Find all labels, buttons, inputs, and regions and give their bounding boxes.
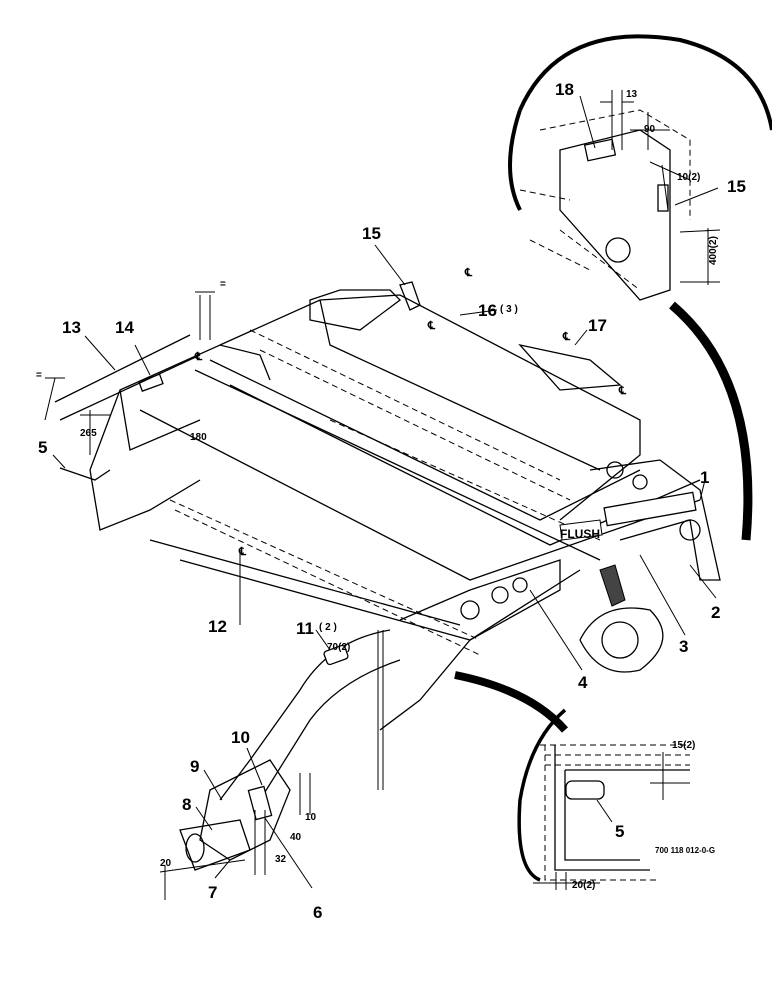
decal-17-plate: [518, 343, 622, 391]
dim-13: 13: [626, 89, 638, 100]
callout-13: 13: [62, 318, 81, 337]
dim-equal-top: =: [220, 279, 226, 290]
callout-5: 5: [38, 438, 47, 457]
callout-12: 12: [208, 617, 227, 636]
callout-17: 17: [588, 316, 607, 335]
centerline-mark: ℄: [427, 319, 436, 332]
callout-1: 1: [700, 468, 709, 487]
dim-20: 20: [160, 858, 172, 869]
dim-265: 265: [80, 428, 97, 439]
dim-400-2: 400(2): [708, 236, 719, 265]
dim-10-2: 10(2): [677, 172, 700, 183]
detail-view-bottom: [454, 671, 690, 890]
callout-6: 6: [313, 903, 322, 922]
drawing-number: 700 118 012-0-G: [655, 846, 715, 855]
dim-90: 90: [644, 124, 656, 135]
dim-equal-left: =: [36, 370, 42, 381]
detail-arc-bottom: [454, 671, 569, 733]
header-frame: [44, 244, 721, 900]
callout-18: 18: [555, 80, 574, 99]
callout-2: 2: [711, 603, 720, 622]
callout-15: 15: [362, 224, 381, 243]
centerline-mark: ℄: [562, 330, 571, 343]
dim-20-2: 20(2): [572, 880, 595, 891]
callout-14: 14: [115, 318, 134, 337]
callout-9: 9: [190, 757, 199, 776]
decal-18-rect: [583, 138, 617, 162]
callout-4: 4: [578, 673, 588, 692]
centerline-mark: ℄: [194, 350, 203, 363]
callout-10: 10: [231, 728, 250, 747]
callout-16: 16: [478, 301, 497, 320]
decal-15-rect: [657, 184, 669, 212]
decal-13-strip: [54, 334, 191, 403]
dim-32: 32: [275, 854, 287, 865]
dim-70-2: 70(2): [327, 642, 350, 653]
callout-11-qty: ( 2 ): [319, 622, 337, 633]
decal-1-strip: [603, 491, 697, 527]
callout-15-detail: 15: [727, 177, 746, 196]
dim-180: 180: [190, 432, 207, 443]
detail-hole: [605, 237, 631, 263]
decal-15-plate: [399, 281, 421, 311]
centerline-mark: ℄: [238, 545, 247, 558]
callout-16-qty: ( 3 ): [500, 304, 518, 315]
detail-view-top: [508, 34, 772, 541]
dim-40: 40: [290, 832, 302, 843]
callout-3: 3: [679, 637, 688, 656]
callout-5-detail: 5: [615, 822, 624, 841]
detail-arc-top: [669, 301, 753, 541]
decal-14-rect: [138, 373, 164, 392]
callout-7: 7: [208, 883, 217, 902]
callout-11: 11: [296, 619, 314, 638]
dim-15-2: 15(2): [672, 740, 695, 751]
callout-8: 8: [182, 795, 191, 814]
decal-11-rect: [323, 644, 349, 666]
dim-10: 10: [305, 812, 317, 823]
decal-5-detail: [565, 780, 605, 800]
centerline-mark: ℄: [618, 384, 627, 397]
centerline-mark: ℄: [464, 266, 473, 279]
flush-label: FLUSH: [560, 527, 600, 541]
